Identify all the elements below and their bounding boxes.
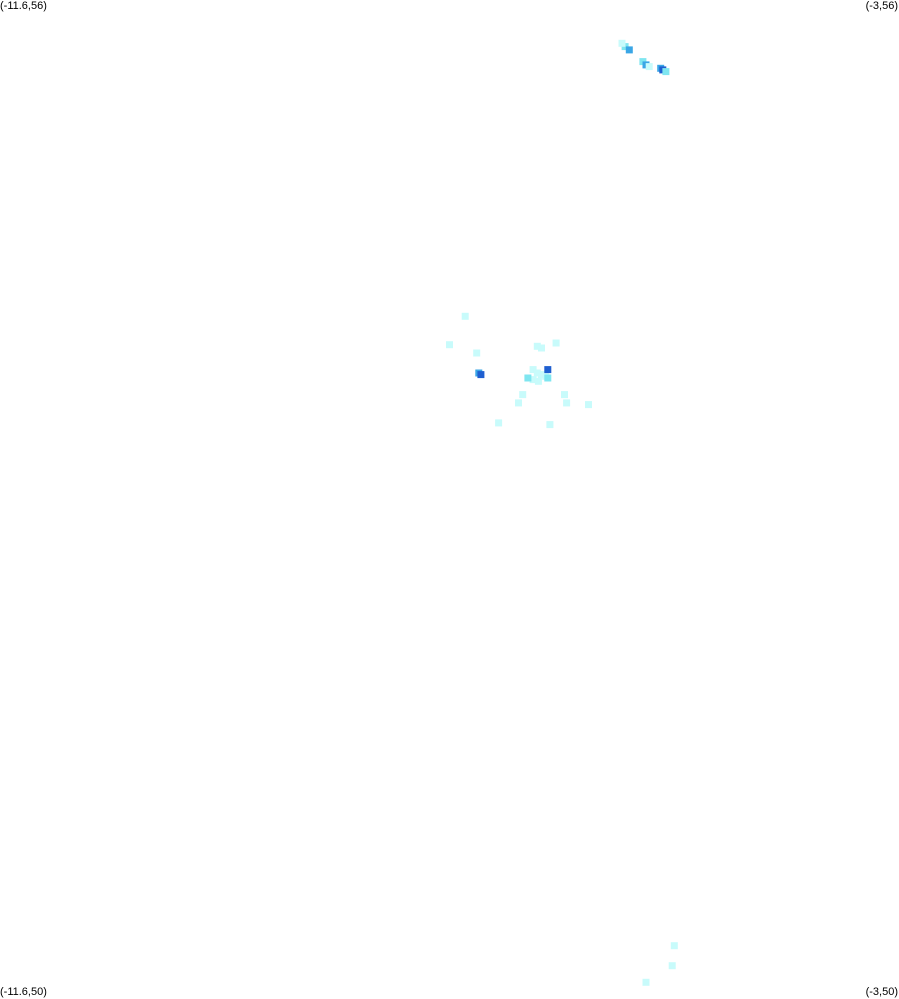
heat-cell [477, 371, 485, 379]
heat-cell [561, 391, 568, 399]
heat-cell [544, 374, 552, 382]
heat-cell [473, 349, 481, 357]
heat-cell [546, 421, 554, 429]
heat-cell [446, 341, 453, 349]
heat-cell [668, 962, 676, 970]
heat-cell [515, 399, 522, 407]
heat-cell [538, 371, 545, 379]
corner-label-bottom-left: (-11.6,50) [0, 986, 47, 998]
heat-cell [642, 978, 650, 986]
heat-cell [529, 376, 537, 384]
heat-cell [461, 312, 469, 320]
corner-label-top-left: (-11.6,56) [0, 0, 47, 12]
heat-cell [625, 46, 633, 54]
heat-cell [618, 39, 626, 47]
heat-cell [670, 942, 678, 950]
corner-label-bottom-right: (-3,50) [865, 986, 898, 998]
heat-cell [645, 63, 653, 71]
heat-cell [529, 366, 537, 374]
corner-label-top-right: (-3,56) [865, 0, 898, 12]
heat-cell [519, 391, 527, 399]
heat-cell [534, 377, 542, 385]
heat-cell [495, 419, 503, 427]
heat-cell [563, 399, 571, 407]
heat-cell [524, 374, 532, 382]
heat-cell [533, 369, 541, 377]
heat-cell [552, 339, 560, 347]
heat-cell [662, 68, 670, 76]
heat-cell [544, 366, 552, 374]
heat-cell [538, 344, 545, 352]
heat-cell [585, 401, 592, 409]
heat-cell [533, 342, 541, 350]
